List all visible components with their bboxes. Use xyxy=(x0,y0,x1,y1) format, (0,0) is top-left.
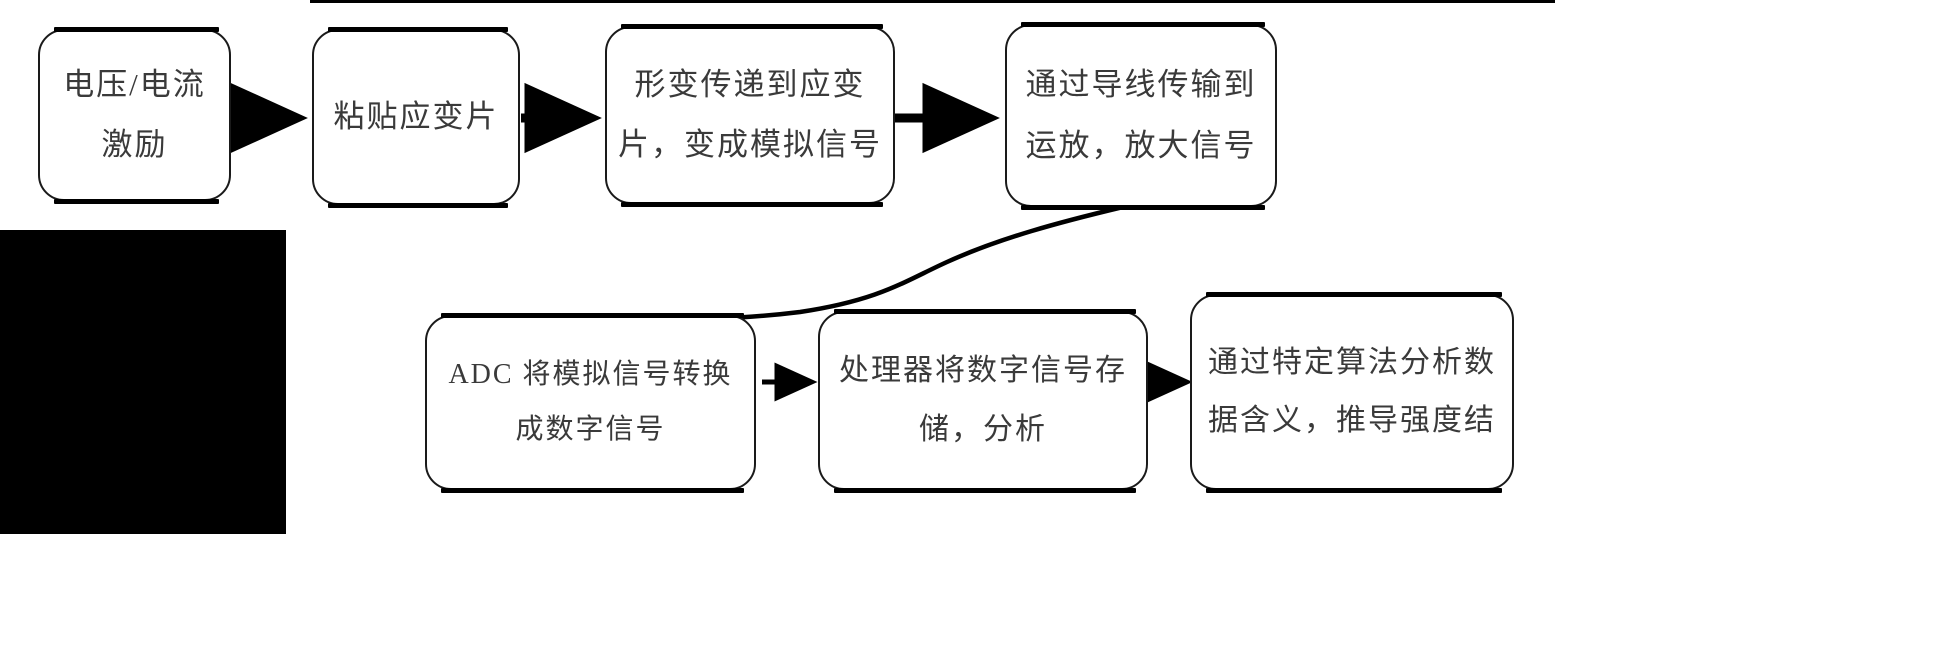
node-excitation-line-1: 电压/电流 xyxy=(63,66,206,102)
node-deformation-to-analog[interactable]: 形变传递到应变 片，变成模拟信号 xyxy=(605,24,895,207)
node-algorithm-analysis-line-2: 据含义，推导强度结 xyxy=(1208,404,1496,437)
node-processor-store-analyze-line-1: 处理器将数字信号存 xyxy=(839,354,1127,387)
node-adc-conversion-line-1: ADC 将模拟信号转换 xyxy=(448,358,733,390)
node-attach-strain-gauge-line-1: 粘贴应变片 xyxy=(333,98,499,134)
curved-arrow-n4-to-n5 xyxy=(688,204,1124,324)
node-wire-to-opamp[interactable]: 通过导线传输到 运放，放大信号 xyxy=(1005,22,1277,210)
top-divider-rule xyxy=(310,0,1555,3)
node-excitation-line-2: 激励 xyxy=(101,127,168,162)
black-fill-block xyxy=(0,230,286,534)
node-wire-to-opamp-line-1: 通过导线传输到 xyxy=(1025,67,1257,103)
node-processor-store-analyze[interactable]: 处理器将数字信号存 储，分析 xyxy=(818,309,1148,493)
node-algorithm-analysis-line-1: 通过特定算法分析数 xyxy=(1208,345,1496,379)
node-attach-strain-gauge[interactable]: 粘贴应变片 xyxy=(312,27,520,208)
node-wire-to-opamp-line-2: 运放，放大信号 xyxy=(1025,127,1257,163)
node-deformation-to-analog-line-2: 片，变成模拟信号 xyxy=(618,127,882,162)
node-processor-store-analyze-line-2: 储，分析 xyxy=(919,412,1047,446)
node-adc-conversion-line-2: 成数字信号 xyxy=(515,413,666,445)
node-adc-conversion[interactable]: ADC 将模拟信号转换 成数字信号 xyxy=(425,313,756,493)
node-deformation-to-analog-line-1: 形变传递到应变 xyxy=(634,66,866,102)
node-algorithm-analysis[interactable]: 通过特定算法分析数 据含义，推导强度结 xyxy=(1190,292,1514,493)
node-excitation[interactable]: 电压/电流 激励 xyxy=(38,27,231,204)
